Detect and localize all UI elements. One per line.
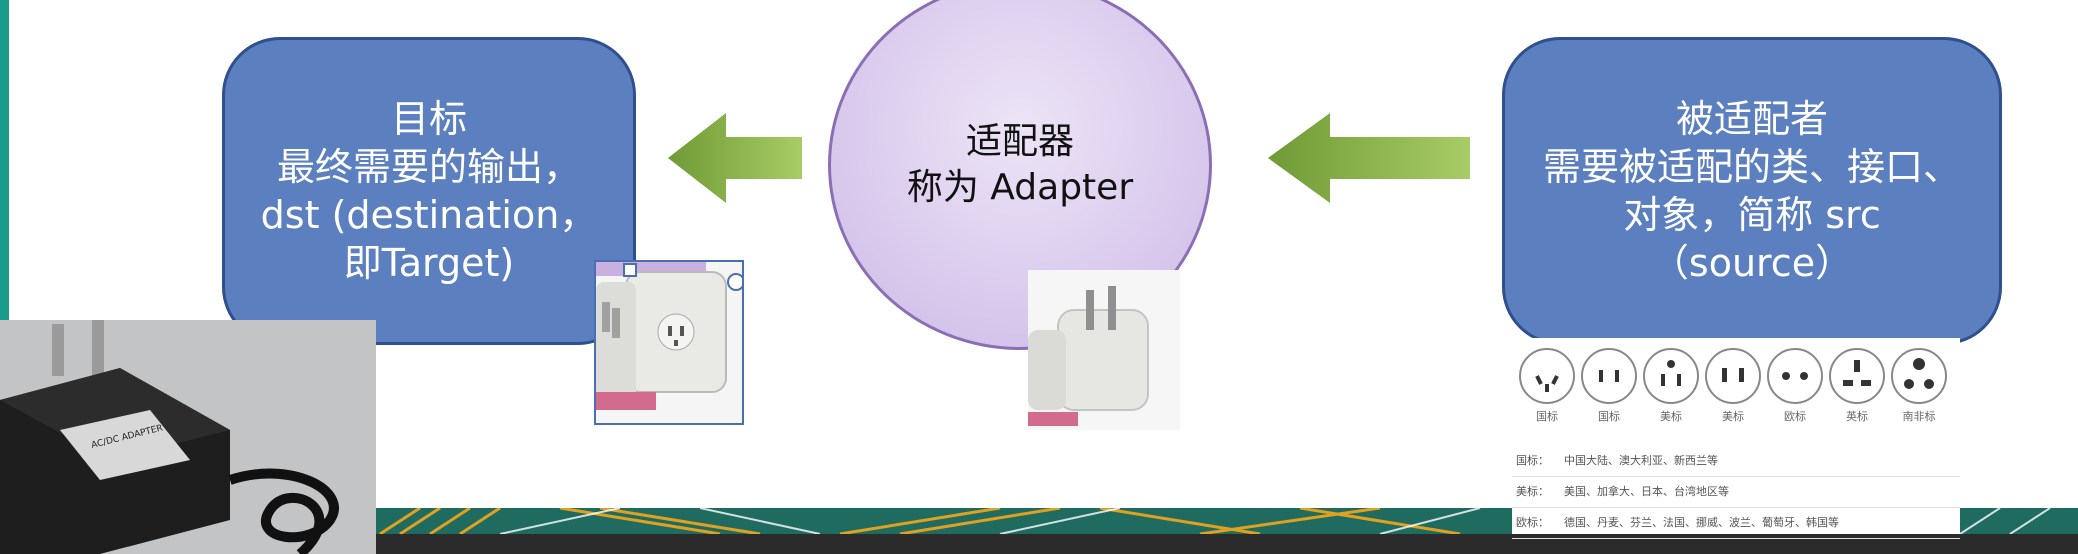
socket-standards-panel: 国标 国标 美标 美标 欧标 英标 南非标 国标：中国大陆、澳大利亚、新西兰等 … xyxy=(1512,338,1960,539)
socket-label: 美标 xyxy=(1660,410,1682,423)
socket-label: 欧标 xyxy=(1784,410,1806,423)
socket-eu-icon: 欧标 xyxy=(1766,348,1824,428)
socket-label: 英标 xyxy=(1846,410,1868,423)
socket-label: 国标 xyxy=(1598,410,1620,423)
arrow-left-icon xyxy=(1268,113,1470,203)
adaptee-title: 被适配者 xyxy=(1675,97,1828,141)
socket-label: 南非标 xyxy=(1902,410,1936,423)
socket-adapter-photo-1 xyxy=(594,260,744,425)
arrow-left-icon xyxy=(668,113,802,203)
socket-label: 国标 xyxy=(1536,410,1558,423)
bottom-band xyxy=(0,534,2078,554)
adaptee-box: 被适配者 需要被适配的类、接口、 对象，简称 src （source） xyxy=(1502,37,2002,345)
adaptee-desc-3: （source） xyxy=(1650,241,1854,285)
socket-us2-icon: 美标 xyxy=(1704,348,1762,428)
socket-uk-icon: 英标 xyxy=(1828,348,1886,428)
target-desc-2: dst (destination， xyxy=(260,193,598,237)
table-row: 国标：中国大陆、澳大利亚、新西兰等 xyxy=(1512,446,1960,477)
adaptee-desc-2: 对象，简称 src xyxy=(1623,193,1881,237)
target-desc-1: 最终需要的输出， xyxy=(276,145,581,189)
socket-cn2-icon: 国标 xyxy=(1580,348,1638,428)
socket-us-icon: 美标 xyxy=(1642,348,1700,428)
table-row: 美标：美国、加拿大、日本、台湾地区等 xyxy=(1512,477,1960,508)
adapter-title: 适配器 xyxy=(965,121,1074,162)
power-adapter-photo: AC/DC ADAPTER xyxy=(0,320,376,554)
target-desc-3: 即Target) xyxy=(343,241,515,285)
socket-region-table: 国标：中国大陆、澳大利亚、新西兰等 美标：美国、加拿大、日本、台湾地区等 欧标：… xyxy=(1512,446,1960,539)
target-title: 目标 xyxy=(390,97,467,141)
left-accent-bar xyxy=(0,0,9,554)
socket-za-icon: 南非标 xyxy=(1890,348,1948,428)
socket-adapter-photo-2 xyxy=(1028,270,1180,430)
table-row: 欧标：德国、丹麦、芬兰、法国、挪威、波兰、葡萄牙、韩国等 xyxy=(1512,508,1960,539)
socket-icon-row: 国标 国标 美标 美标 欧标 英标 南非标 xyxy=(1518,348,1958,438)
adaptee-desc-1: 需要被适配的类、接口、 xyxy=(1542,145,1961,189)
adapter-subtitle: 称为 Adapter xyxy=(906,167,1134,208)
target-box: 目标 最终需要的输出， dst (destination， 即Target) xyxy=(222,37,636,345)
socket-cn-icon: 国标 xyxy=(1518,348,1576,428)
socket-label: 美标 xyxy=(1722,410,1744,423)
